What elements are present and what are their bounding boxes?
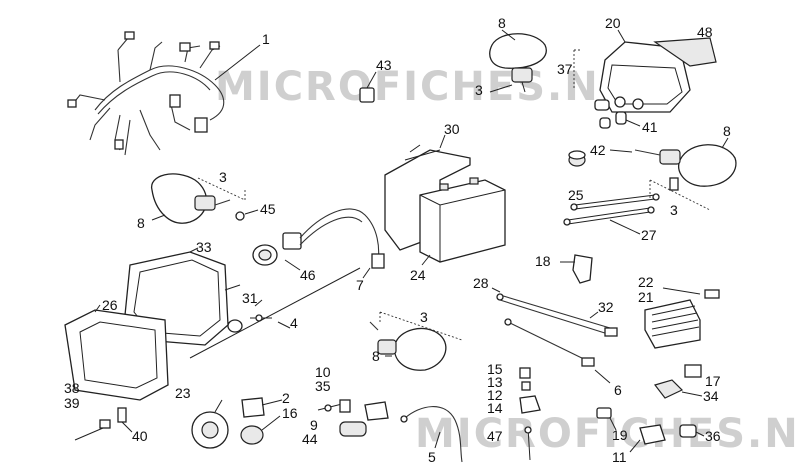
label-45: 45 (260, 201, 276, 217)
label-3-right: 3 (670, 202, 678, 218)
part-17-relay (684, 364, 702, 378)
part-tail-light (599, 37, 717, 113)
part-18-bracket (572, 254, 593, 284)
label-32: 32 (598, 299, 614, 315)
label-4: 4 (290, 315, 298, 331)
label-30: 30 (444, 121, 460, 137)
label-28: 28 (473, 275, 489, 291)
label-42: 42 (590, 142, 606, 158)
part-22-sensor (704, 289, 720, 299)
part-voltage-regulator (644, 299, 701, 349)
label-15: 15 (487, 361, 503, 377)
connector (114, 139, 124, 150)
part-41-bulb (594, 99, 627, 129)
label-44: 44 (302, 431, 318, 447)
label-10: 10 (315, 364, 331, 380)
label-8-left: 8 (137, 215, 145, 231)
label-27: 27 (641, 227, 657, 243)
label-41: 41 (642, 119, 658, 135)
part-43-clip (359, 87, 375, 103)
label-5: 5 (428, 449, 436, 465)
connector (194, 117, 208, 133)
label-17: 17 (705, 373, 721, 389)
connector (169, 94, 181, 108)
label-8-top: 8 (498, 15, 506, 31)
label-39: 39 (64, 395, 80, 411)
part-wiring-harness (67, 31, 261, 156)
part-turn-signal-lower (369, 321, 447, 371)
label-18: 18 (535, 253, 551, 269)
label-1: 1 (262, 31, 270, 47)
part-turn-signal-top (489, 29, 547, 93)
label-8-lower: 8 (372, 348, 380, 364)
connector (209, 41, 220, 50)
label-3-lower: 3 (420, 309, 428, 325)
label-35: 35 (315, 378, 331, 394)
label-24: 24 (410, 267, 426, 283)
label-26: 26 (102, 297, 118, 313)
label-19: 19 (612, 427, 628, 443)
label-47: 47 (487, 428, 503, 444)
label-25: 25 (568, 187, 584, 203)
label-7: 7 (356, 277, 364, 293)
label-8-right: 8 (723, 123, 731, 139)
part-16-grommet (240, 425, 264, 445)
part-31-grommet (227, 319, 243, 333)
label-36: 36 (705, 428, 721, 444)
part-5-cable (404, 406, 463, 463)
part-2-relay (241, 397, 265, 418)
label-43: 43 (376, 57, 392, 73)
label-12: 12 (487, 387, 503, 403)
watermark-bottom: MICROFICHES.NET (415, 411, 800, 457)
part-wire-leads (496, 293, 618, 367)
label-9: 9 (310, 417, 318, 433)
watermark-top: MICROFICHES.NET (215, 64, 658, 110)
part-45-screw (235, 211, 245, 221)
part-headlight-socket (252, 208, 385, 269)
part-40-nut (117, 407, 127, 423)
connector (179, 42, 191, 52)
label-14: 14 (487, 400, 503, 416)
label-38: 38 (64, 380, 80, 396)
part-headlight-rim (64, 309, 169, 401)
part-36-sensor (679, 424, 697, 438)
part-battery (419, 177, 506, 263)
part-battery-straps (563, 193, 660, 226)
label-21: 21 (638, 289, 654, 305)
label-31: 31 (242, 290, 258, 306)
connector (124, 31, 135, 40)
label-3-top: 3 (475, 82, 483, 98)
part-11-cover (639, 424, 666, 445)
label-13: 13 (487, 374, 503, 390)
label-48: 48 (697, 24, 713, 40)
label-2: 2 (282, 390, 290, 406)
part-19-switch (596, 407, 612, 419)
label-20: 20 (605, 15, 621, 31)
label-23: 23 (175, 385, 191, 401)
part-ignition-switch (317, 399, 389, 437)
part-switch-cluster (519, 367, 541, 414)
part-turn-signal-right (634, 144, 737, 191)
part-34-flasher (653, 379, 684, 399)
label-34: 34 (703, 388, 719, 404)
label-16: 16 (282, 405, 298, 421)
label-22: 22 (638, 274, 654, 290)
label-37: 37 (557, 61, 573, 77)
connector (67, 99, 77, 108)
part-horn (191, 399, 229, 449)
label-11: 11 (612, 449, 627, 465)
label-3-left: 3 (219, 169, 227, 185)
label-6: 6 (614, 382, 622, 398)
label-40: 40 (132, 428, 148, 444)
label-46: 46 (300, 267, 316, 283)
label-33: 33 (196, 239, 212, 255)
part-turn-signal-left (151, 173, 231, 224)
